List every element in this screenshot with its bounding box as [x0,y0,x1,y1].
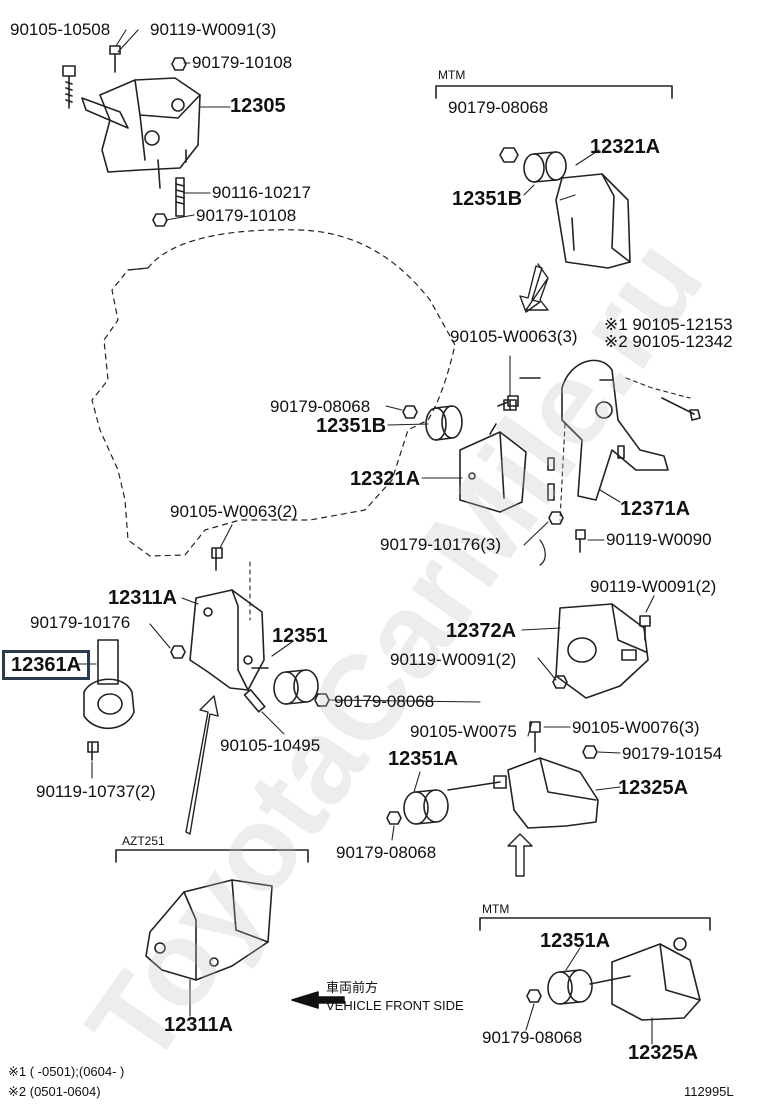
part-label-12371A[interactable]: 12371A [620,498,691,520]
front-arrow-icon [291,991,345,1009]
part-label-12351B-a[interactable]: 12351B [452,188,523,210]
part-label-90179-10154[interactable]: 90179-10154 [622,744,723,763]
part-label-12305[interactable]: 12305 [230,95,286,117]
part-label-90116-10217[interactable]: 90116-10217 [212,183,311,202]
part-label-90105-W0063-2[interactable]: 90105-W0063(2) [170,502,298,521]
part-label-12325A-a[interactable]: 12325A [618,777,689,799]
part-label-12325A-b[interactable]: 12325A [628,1042,699,1064]
part-label-90105-W0076-3[interactable]: 90105-W0076(3) [572,718,700,737]
part-label-12311A-b[interactable]: 12311A [164,1014,233,1036]
part-label-12321A-b[interactable]: 12321A [350,468,421,490]
part-label-90119-W0091-2-a[interactable]: 90119-W0091(2) [590,577,717,596]
part-label-90105-10495[interactable]: 90105-10495 [220,736,321,755]
part-label-90179-08068-b[interactable]: 90179-08068 [270,397,371,416]
part-label-90119-W0091-3[interactable]: 90119-W0091(3) [150,20,277,39]
direction-label-english: VEHICLE FRONT SIDE [326,998,464,1013]
leader-lines [77,29,655,1045]
part-label-90119-10737-2[interactable]: 90119-10737(2) [36,782,156,801]
bolts-12305 [62,45,187,227]
part-label-90179-08068-d[interactable]: 90179-08068 [336,843,437,862]
part-label-90179-10108-a[interactable]: 90179-10108 [192,53,293,72]
part-label-90179-10176-3[interactable]: 90179-10176(3) [380,535,501,554]
bushing-12351-shape [243,669,330,713]
footnote-2: ※2 (0501-0604) [8,1084,101,1099]
part-label-90119-W0090[interactable]: 90119-W0090 [606,530,712,549]
mount-12305-shape [81,77,201,189]
part-label-90179-08068-a[interactable]: 90179-08068 [448,98,549,117]
group-label-mtm-top: MTM [438,68,466,82]
group-label-mtm-bottom: MTM [482,902,510,916]
bracket-12325A-bottom-shape [479,917,711,1021]
part-label-90179-08068-e[interactable]: 90179-08068 [482,1028,583,1047]
part-label-12321A-a[interactable]: 12321A [590,136,661,158]
mount-12361A-shape [83,639,135,761]
part-label-12372A[interactable]: 12372A [446,620,517,642]
part-label-12351A-a[interactable]: 12351A [388,748,459,770]
bracket-12311A-shape [170,547,269,691]
assembly-arrows [185,265,543,877]
bolts-mid [402,395,586,566]
footnote-1: ※1 ( -0501);(0604- ) [8,1064,125,1079]
part-label-12361A[interactable]: 12361A [2,650,91,680]
part-label-90105-W0063-3[interactable]: 90105-W0063(3) [450,327,578,346]
part-label-90105-W0075[interactable]: 90105-W0075 [410,722,517,741]
part-label-90179-08068-c[interactable]: 90179-08068 [334,692,435,711]
direction-label-japanese: 車両前方 [326,980,379,995]
mtm-bracket-top-shape [435,85,673,311]
engine-outline [91,229,456,557]
part-label-90105-12342[interactable]: ※2 90105-12342 [604,332,733,351]
part-label-12351B-b[interactable]: 12351B [316,415,387,437]
part-label-12351A-b[interactable]: 12351A [540,930,611,952]
part-label-90179-10108-b[interactable]: 90179-10108 [196,206,297,225]
part-label-90119-W0091-2-b[interactable]: 90119-W0091(2) [390,650,517,669]
part-label-90179-10176[interactable]: 90179-10176 [30,613,131,632]
part-label-90105-10508[interactable]: 90105-10508 [10,20,111,39]
part-label-90105-12153[interactable]: ※1 90105-12153 [604,315,733,334]
figure-code: 112995L [684,1084,734,1099]
bracket-12325A-mid-shape [386,721,599,829]
mount-12372A-shape [552,603,651,699]
bracket-12311A-azt-shape [115,849,309,981]
bracket-12371A-shape [519,359,701,501]
group-label-azt251: AZT251 [122,834,165,848]
part-label-12351[interactable]: 12351 [272,625,328,647]
mtm-bracket-mid-shape [425,399,527,513]
part-label-12311A-a[interactable]: 12311A [108,587,177,609]
